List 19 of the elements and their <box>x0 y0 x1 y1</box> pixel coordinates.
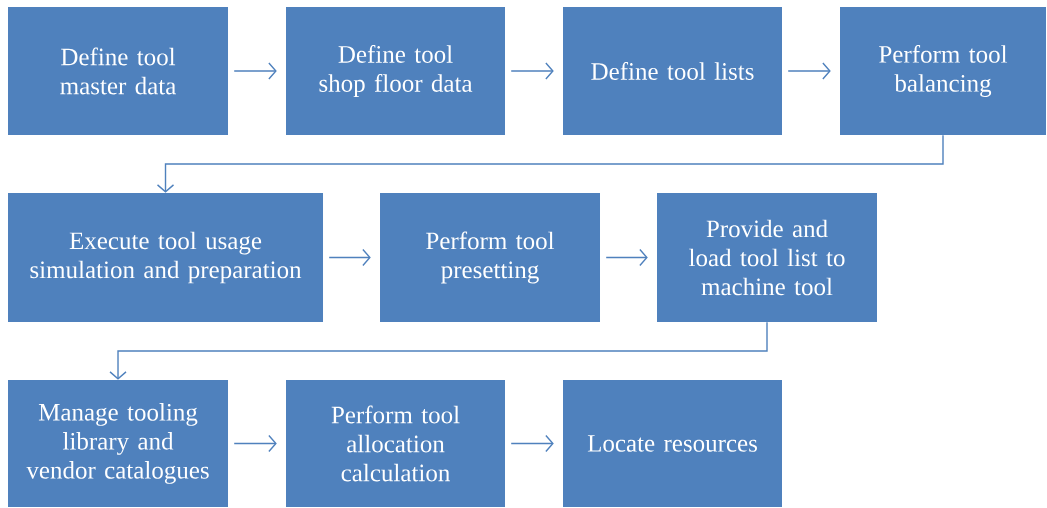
process-box: Define tool shop floor data <box>286 7 505 135</box>
arrow <box>109 321 768 380</box>
arrow <box>510 62 554 80</box>
process-box: Perform tool balancing <box>840 7 1046 135</box>
arrow <box>328 248 371 267</box>
arrow <box>156 134 944 193</box>
process-box: Locate resources <box>563 380 782 507</box>
arrow <box>605 248 648 267</box>
arrow <box>233 434 277 453</box>
process-box: Perform tool presetting <box>380 193 600 322</box>
process-box: Define tool master data <box>8 7 228 135</box>
arrow <box>787 62 831 80</box>
process-box: Execute tool usage simulation and preparation <box>8 193 323 322</box>
arrow <box>233 62 277 80</box>
process-box: Perform tool allocation calculation <box>286 380 505 507</box>
process-box: Provide and load tool list to machine tool <box>657 193 877 322</box>
process-box: Define tool lists <box>563 7 782 135</box>
process-box: Manage tooling library and vendor catalogues <box>8 380 228 507</box>
arrow <box>510 434 554 453</box>
